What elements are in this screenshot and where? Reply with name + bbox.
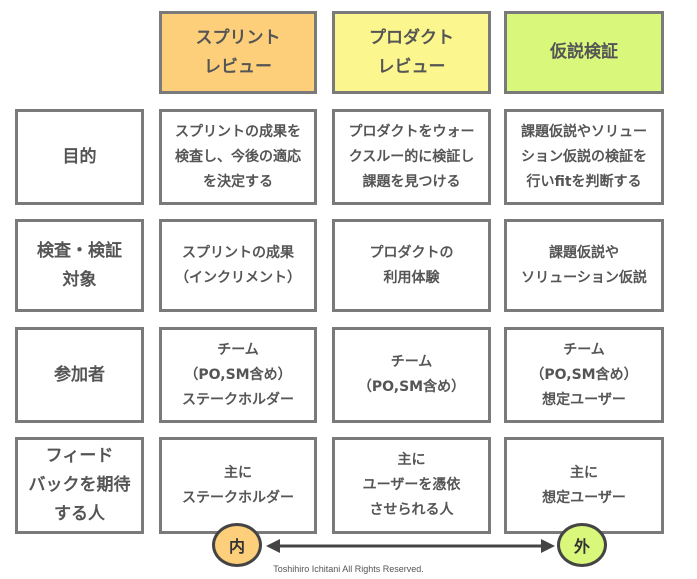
arrow-head-left: [266, 539, 280, 553]
cell-text: 主に 想定ユーザー: [542, 464, 626, 506]
cell-text: 主に ユーザーを憑依 させられる人: [362, 452, 461, 518]
arrow-head-right: [541, 539, 555, 553]
column-header-hypothesis: 仮説検証: [504, 11, 664, 94]
cell-participants-hypothesis: チーム （PO,SM含め） 想定ユーザー: [504, 327, 664, 423]
row-label-target: 検査・検証 対象: [15, 219, 144, 312]
cell-text: 課題仮説やソリュー ション仮説の検証を 行いfitを判断する: [521, 123, 647, 190]
cell-text: 主に ステークホルダー: [182, 464, 294, 506]
cell-purpose-product-review: プロダクトをウォー クスルー的に検証し 課題を見つける: [332, 109, 491, 205]
row-label-feedback: フィード バックを期待 する人: [15, 437, 144, 534]
cell-text: チーム （PO,SM含め） ステークホルダー: [182, 341, 294, 408]
cell-purpose-hypothesis: 課題仮説やソリュー ション仮説の検証を 行いfitを判断する: [504, 109, 664, 205]
row-label-purpose: 目的: [15, 109, 144, 205]
cell-text: 課題仮説や ソリューション仮説: [521, 244, 647, 286]
row-label-text: 参加者: [54, 364, 105, 385]
outer-badge-label: 外: [573, 537, 590, 556]
row-label-text: 検査・検証 対象: [37, 240, 122, 290]
cell-target-hypothesis: 課題仮説や ソリューション仮説: [504, 219, 664, 312]
cell-text: プロダクトをウォー クスルー的に検証し 課題を見つける: [348, 123, 475, 190]
cell-text: チーム （PO,SM含め） 想定ユーザー: [530, 341, 638, 408]
copyright-footer: Toshihiro Ichitani All Rights Reserved.: [273, 564, 424, 574]
row-label-text: 目的: [62, 146, 97, 167]
cell-participants-sprint-review: チーム （PO,SM含め） ステークホルダー: [159, 327, 317, 423]
row-label-text: フィード バックを期待 する人: [28, 446, 131, 524]
cell-text: スプリントの成果 （インクリメント）: [175, 244, 301, 286]
inner-badge: 内: [212, 523, 262, 567]
row-label-participants: 参加者: [15, 327, 144, 423]
cell-text: スプリントの成果を 検査し、今後の適応 を決定する: [175, 123, 301, 190]
outer-badge: 外: [557, 523, 607, 567]
column-header-label: 仮説検証: [550, 42, 618, 62]
column-header-sprint-review: スプリント レビュー: [159, 11, 317, 94]
cell-participants-product-review: チーム （PO,SM含め）: [332, 327, 491, 423]
column-header-label: プロダクト レビュー: [369, 27, 454, 77]
cell-text: チーム （PO,SM含め）: [357, 354, 466, 395]
column-header-product-review: プロダクト レビュー: [332, 11, 491, 94]
cell-feedback-product-review: 主に ユーザーを憑依 させられる人: [332, 437, 491, 534]
inner-badge-label: 内: [228, 537, 245, 556]
cell-target-product-review: プロダクトの 利用体験: [332, 219, 491, 312]
cell-target-sprint-review: スプリントの成果 （インクリメント）: [159, 219, 317, 312]
cell-purpose-sprint-review: スプリントの成果を 検査し、今後の適応 を決定する: [159, 109, 317, 205]
cell-text: プロダクトの 利用体験: [369, 244, 454, 286]
column-header-label: スプリント レビュー: [195, 27, 281, 77]
